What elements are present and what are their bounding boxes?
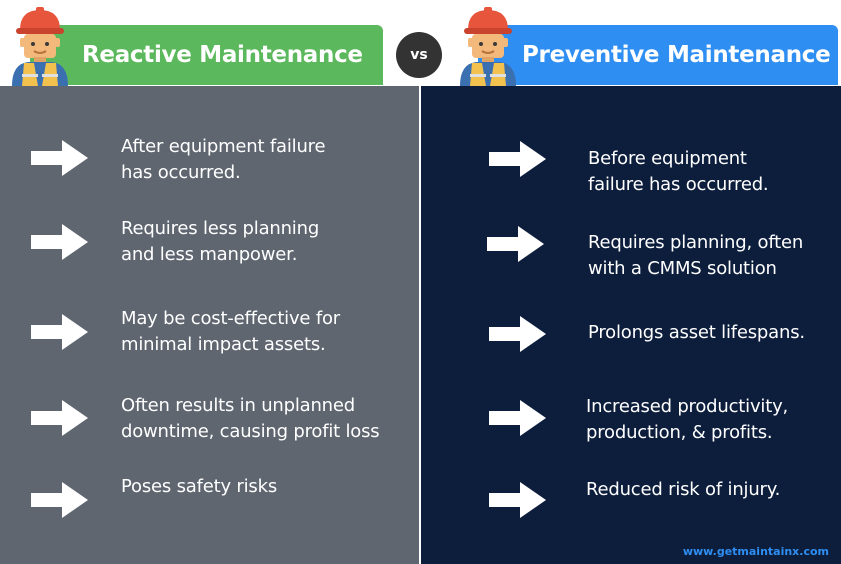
preventive-item-1-line1: Before equipment	[588, 148, 747, 169]
arrow-right-icon	[486, 137, 550, 181]
preventive-title: Preventive Maintenance	[522, 42, 831, 68]
arrow-right-icon	[28, 136, 92, 180]
preventive-item-3: Prolongs asset lifespans.	[588, 320, 805, 346]
preventive-item-5: Reduced risk of injury.	[586, 477, 780, 503]
arrow-right-icon	[486, 396, 550, 440]
vs-badge: vs	[396, 32, 442, 78]
reactive-item-1: After equipment failure has occurred.	[121, 134, 326, 186]
preventive-item-1: Before equipment failure has occurred.	[588, 146, 769, 198]
reactive-item-2-line2: and less manpower.	[121, 244, 298, 265]
preventive-item-2-line1: Requires planning, often	[588, 232, 804, 253]
preventive-item-1-line2: failure has occurred.	[588, 174, 769, 195]
arrow-right-icon	[28, 478, 92, 522]
reactive-item-5: Poses safety risks	[121, 474, 277, 500]
preventive-item-4: Increased productivity, production, & pr…	[586, 394, 788, 446]
preventive-item-2-line2: with a CMMS solution	[588, 258, 777, 279]
reactive-item-4: Often results in unplanned downtime, cau…	[121, 393, 380, 445]
construction-worker-icon	[456, 4, 520, 86]
preventive-item-4-line2: production, & profits.	[586, 422, 773, 443]
preventive-item-5-line1: Reduced risk of injury.	[586, 479, 781, 500]
reactive-item-2: Requires less planning and less manpower…	[121, 216, 319, 268]
arrow-right-icon	[484, 222, 548, 266]
reactive-item-3-line1: May be cost-effective for	[121, 308, 340, 329]
preventive-item-4-line1: Increased productivity,	[586, 396, 789, 417]
reactive-item-3: May be cost-effective for minimal impact…	[121, 306, 340, 358]
preventive-header: Preventive Maintenance	[478, 25, 838, 85]
arrow-right-icon	[28, 396, 92, 440]
arrow-right-icon	[28, 220, 92, 264]
reactive-item-5-line1: Poses safety risks	[121, 476, 278, 497]
reactive-item-1-line1: After equipment failure	[121, 136, 326, 157]
construction-worker-icon	[8, 4, 72, 86]
footer-url: www.getmaintainx.com	[682, 545, 829, 558]
arrow-right-icon	[28, 310, 92, 354]
arrow-right-icon	[486, 312, 550, 356]
reactive-item-2-line1: Requires less planning	[121, 218, 320, 239]
arrow-right-icon	[486, 478, 550, 522]
reactive-item-4-line1: Often results in unplanned	[121, 395, 355, 416]
reactive-title: Reactive Maintenance	[82, 42, 363, 68]
preventive-item-2: Requires planning, often with a CMMS sol…	[588, 230, 803, 282]
reactive-item-3-line2: minimal impact assets.	[121, 334, 326, 355]
reactive-header: Reactive Maintenance	[30, 25, 383, 85]
reactive-item-1-line2: has occurred.	[121, 162, 241, 183]
preventive-item-3-line1: Prolongs asset lifespans.	[588, 322, 805, 343]
reactive-item-4-line2: downtime, causing profit loss	[121, 421, 380, 442]
